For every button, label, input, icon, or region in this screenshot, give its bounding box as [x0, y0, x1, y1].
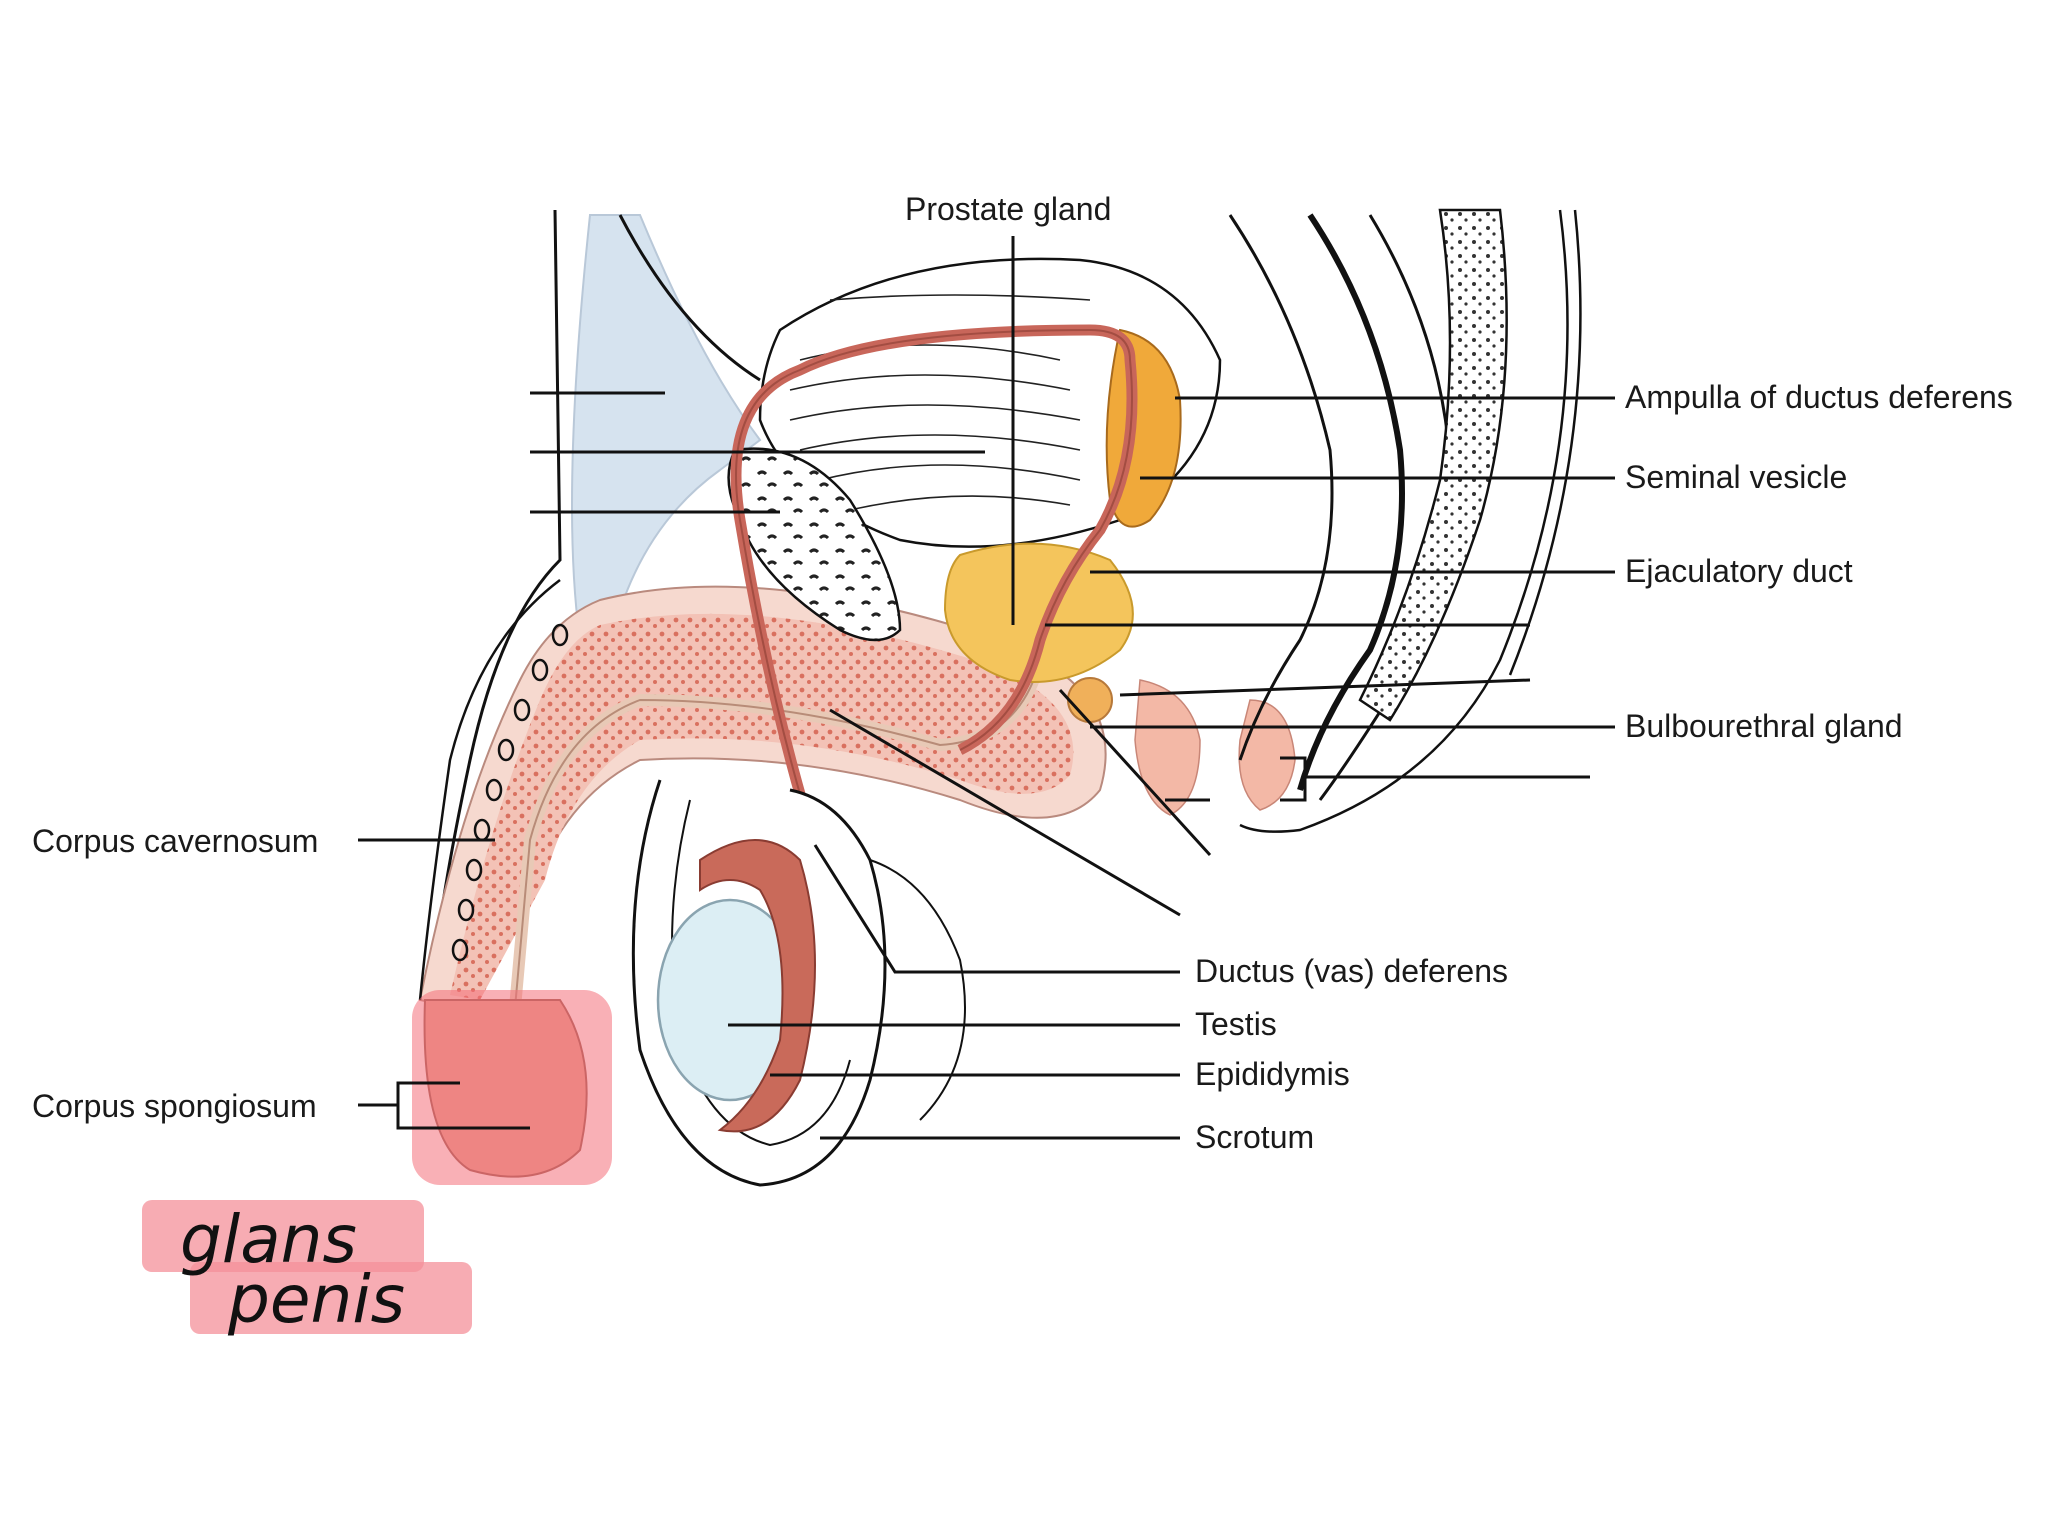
label-prostate-gland: Prostate gland [905, 191, 1111, 227]
back-outline-2 [1508, 209, 1582, 676]
annotation-glans: glans [180, 1201, 357, 1278]
bulb-tissue-2 [1238, 699, 1296, 811]
annotation-highlight-1 [142, 1200, 424, 1272]
label-bulbourethral-gland: Bulbourethral gland [1625, 708, 1903, 744]
bulbourethral-gland-shape [1067, 677, 1113, 723]
label-corpus-spongiosum: Corpus spongiosum [32, 1088, 317, 1124]
rectum [1228, 214, 1334, 761]
pubic-arc [618, 214, 761, 382]
bladder-muscle-lines [789, 294, 1091, 511]
leader-lines [358, 236, 1615, 1140]
label-ampulla: Ampulla of ductus deferens [1625, 379, 2013, 415]
scrotum-fold [869, 859, 966, 1121]
glans-highlight [412, 990, 612, 1185]
label-seminal-vesicle: Seminal vesicle [1625, 459, 1847, 495]
annotation-penis: penis [227, 1261, 405, 1338]
label-scrotum: Scrotum [1195, 1119, 1314, 1155]
suspensory-ligament [571, 214, 762, 642]
label-testis: Testis [1195, 1006, 1277, 1042]
rectum-inner [1297, 213, 1405, 791]
label-ductus-deferens: Ductus (vas) deferens [1195, 953, 1508, 989]
annotation-highlight-2 [190, 1262, 472, 1334]
prostate [943, 542, 1134, 683]
penis-skin [418, 579, 561, 1001]
label-epididymis: Epididymis [1195, 1056, 1350, 1092]
sacrum [1358, 208, 1508, 722]
bulb-tissue [1134, 679, 1201, 816]
label-corpus-cavernosum: Corpus cavernosum [32, 823, 318, 859]
skin-follicles [451, 623, 569, 962]
epididymis-shape [699, 839, 816, 1133]
corpus-cavernosum-region [450, 613, 1074, 1000]
label-ejaculatory-duct: Ejaculatory duct [1625, 553, 1853, 589]
